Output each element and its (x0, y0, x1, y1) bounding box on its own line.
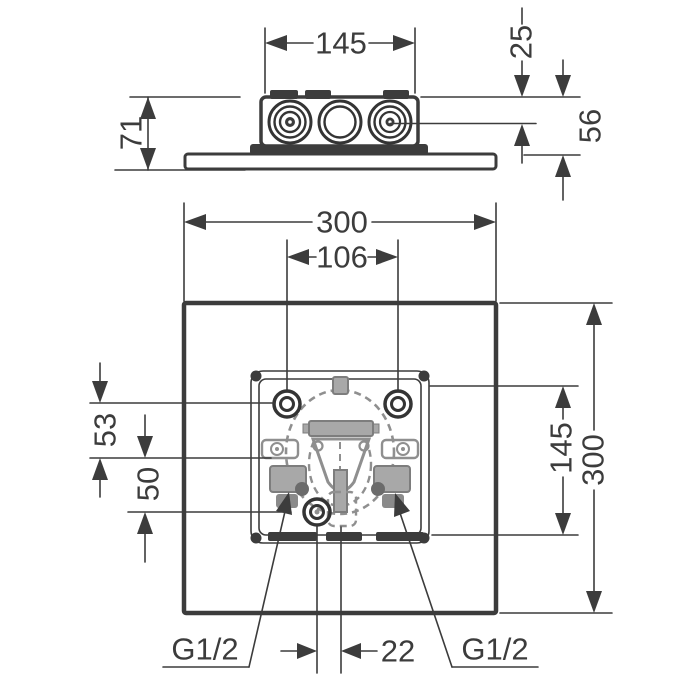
bell-screw-icon (312, 440, 324, 452)
leader-arrowhead (394, 493, 410, 517)
port-right (367, 99, 413, 145)
screw-hole-bottom (302, 497, 332, 527)
thread-label-left: G1/2 (162, 492, 292, 668)
dim-housing-width: 145 (264, 26, 416, 94)
arrowhead-up (92, 458, 108, 480)
ceiling-plate (183, 152, 498, 171)
corner-screw-icon (250, 370, 262, 382)
arrowhead-up (137, 512, 153, 534)
frame-outer-line (250, 370, 430, 544)
clip-icon (383, 90, 409, 99)
bottom-bar-segment (326, 532, 362, 541)
screw-hole-top-left (272, 389, 302, 419)
arrowhead-right (297, 643, 317, 659)
arrowhead-down (514, 75, 530, 97)
dim-port-offset-label: 25 (504, 25, 539, 59)
corner-screw-icon (418, 370, 430, 382)
arrowhead-up (140, 97, 156, 119)
arrowhead-right (393, 35, 415, 51)
screw-hole-top-right (383, 389, 413, 419)
dim-total-height: 71 (114, 96, 156, 171)
arrowhead-up (555, 155, 571, 177)
dim-total-height-label: 71 (114, 116, 149, 150)
thread-label-right: G1/2 (394, 493, 539, 668)
port-middle (317, 99, 363, 145)
leader-line (248, 506, 287, 668)
valve-mechanism (260, 376, 420, 528)
arrowhead-up (555, 386, 571, 408)
side-view: 145 71 25 56 (114, 7, 608, 201)
dim-housing-depth: 56 (555, 59, 608, 201)
thread-right-label: G1/2 (461, 632, 528, 667)
center-port-dashed (326, 490, 358, 528)
dim-hole-spacing-label: 106 (316, 240, 368, 275)
dim-plate-height-label: 300 (576, 434, 611, 486)
dim-bottom-hole-offset-label: 22 (381, 634, 415, 669)
arrowhead-left (184, 214, 206, 230)
dim-hole-spacing: 106 (286, 239, 399, 393)
clip-icon (305, 90, 331, 99)
thread-left-label: G1/2 (171, 632, 238, 667)
dim-holes-to-center-label: 53 (88, 413, 123, 447)
arrowhead-down (140, 148, 156, 170)
dim-port-offset: 25 (504, 7, 539, 164)
dim-housing-depth-label: 56 (573, 109, 608, 143)
dim-holes-to-center: 53 (88, 362, 123, 498)
port-left (267, 99, 313, 145)
dim-center-to-bottom-hole-label: 50 (131, 467, 166, 501)
leader-arrowhead (276, 492, 292, 515)
arrowhead-up (514, 124, 530, 146)
arrowhead-right (376, 249, 398, 265)
arrowhead-left (341, 643, 361, 659)
arrowhead-down (586, 591, 602, 613)
mechanism-crossbar (308, 420, 374, 437)
bell-screw-icon (358, 440, 370, 452)
arrowhead-down (137, 436, 153, 458)
arrowhead-left (287, 249, 309, 265)
arrowhead-right (474, 214, 496, 230)
mechanism-outer-dashed-contour (284, 388, 396, 516)
plan-view: 300 106 (88, 202, 613, 674)
corner-screw-icon (250, 532, 262, 544)
arrowhead-down (92, 381, 108, 403)
arrowhead-left (265, 35, 287, 51)
dim-bottom-hole-offset: 22 (280, 525, 415, 674)
dim-housing-width-label: 145 (315, 26, 367, 61)
dim-plate-width-label: 300 (316, 205, 368, 240)
arrowhead-down (555, 513, 571, 535)
arrowhead-up (586, 303, 602, 325)
clip-icon (270, 90, 298, 99)
dim-plate-height: 300 (499, 302, 613, 614)
bottom-bar-segment (268, 532, 317, 541)
dim-center-to-bottom-hole: 50 (131, 414, 166, 563)
top-connector (332, 376, 349, 395)
bottom-bar-segment (376, 532, 424, 541)
dim-plate-width: 300 (183, 202, 497, 302)
dim-housing-height: 145 (429, 385, 579, 536)
arrowhead-down (555, 75, 571, 97)
dim-housing-height-label: 145 (544, 422, 579, 474)
leader-line (398, 509, 453, 668)
